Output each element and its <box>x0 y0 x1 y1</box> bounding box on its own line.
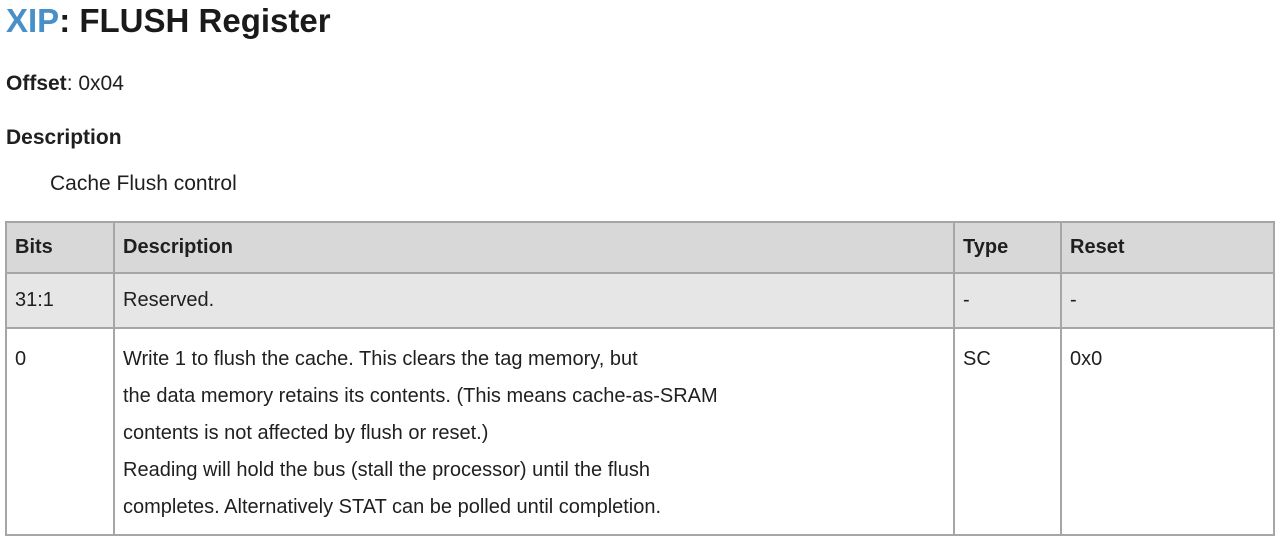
offset-label: Offset <box>6 72 67 95</box>
cell-reset: - <box>1060 272 1275 329</box>
register-fields-table: Bits Description Type Reset 31:1 Reserve… <box>5 221 1275 536</box>
offset-value: 0x04 <box>72 72 124 95</box>
column-header-description: Description <box>113 221 955 274</box>
table-header-row: Bits Description Type Reset <box>5 221 1275 274</box>
register-title: : FLUSH Register <box>59 2 331 39</box>
cell-bits: 0 <box>5 327 115 536</box>
description-line: completes. Alternatively STAT can be pol… <box>123 496 662 518</box>
cell-type: SC <box>953 327 1062 536</box>
offset-separator: : <box>66 72 73 95</box>
register-offset: Offset: 0x04 <box>6 70 124 98</box>
block-name-link[interactable]: XIP <box>6 2 60 39</box>
table-row: 0 Write 1 to flush the cache. This clear… <box>5 327 1275 536</box>
column-header-type: Type <box>953 221 1062 274</box>
description-heading: Description <box>6 126 122 149</box>
description-line: contents is not affected by flush or res… <box>123 422 489 444</box>
description-line: the data memory retains its contents. (T… <box>123 385 718 407</box>
description-line: Reading will hold the bus (stall the pro… <box>123 459 650 481</box>
description-line: Reserved. <box>123 289 215 311</box>
cell-type: - <box>953 272 1062 329</box>
cell-reset: 0x0 <box>1060 327 1275 536</box>
description-line: Write 1 to flush the cache. This clears … <box>123 348 638 370</box>
cell-description: Write 1 to flush the cache. This clears … <box>113 327 955 536</box>
column-header-reset: Reset <box>1060 221 1275 274</box>
description-text: Cache Flush control <box>50 172 237 195</box>
cell-description: Reserved. <box>113 272 955 329</box>
cell-bits: 31:1 <box>5 272 115 329</box>
column-header-bits: Bits <box>5 221 115 274</box>
table-row: 31:1 Reserved. - - <box>5 272 1275 329</box>
page-title: XIP: FLUSH Register <box>6 0 331 42</box>
